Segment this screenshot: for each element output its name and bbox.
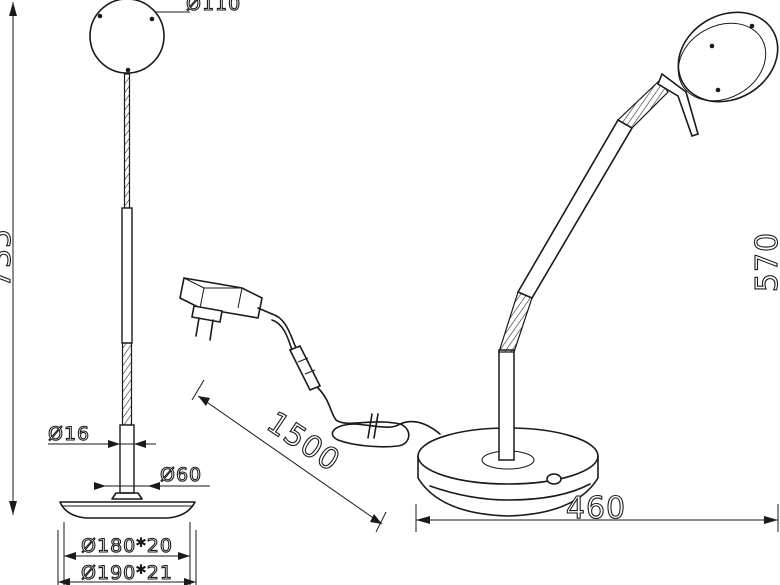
stem-front bbox=[119, 424, 135, 494]
screw-dot bbox=[97, 13, 103, 19]
screw-dot bbox=[125, 67, 131, 73]
base-side bbox=[417, 455, 599, 517]
arrowhead-icon bbox=[58, 578, 70, 585]
arrowhead-icon bbox=[764, 516, 778, 524]
arrowhead-icon bbox=[370, 514, 382, 524]
screw-dot bbox=[749, 23, 755, 29]
cable-dimension-line bbox=[197, 395, 383, 525]
side-height-label: 570 bbox=[750, 232, 780, 292]
arrowhead-icon bbox=[178, 552, 190, 560]
base-outer-label: Ø190*21 bbox=[81, 562, 173, 584]
cable-coil bbox=[317, 387, 441, 448]
extension-line bbox=[375, 511, 387, 533]
base-rim bbox=[429, 483, 591, 501]
side-width-label: 460 bbox=[566, 491, 626, 526]
gooseneck-lower bbox=[121, 342, 133, 426]
base-collar bbox=[111, 492, 143, 500]
lamp-head-front bbox=[89, 0, 165, 74]
cable-tie bbox=[367, 413, 379, 439]
gooseneck-lower-side bbox=[498, 291, 533, 353]
arm-side bbox=[516, 118, 634, 300]
neck-diameter-label: Ø16 bbox=[48, 423, 90, 445]
stem-side bbox=[498, 349, 515, 461]
plug-pin bbox=[209, 319, 214, 341]
arrowhead-icon bbox=[184, 578, 196, 585]
base-inner-label: Ø180*20 bbox=[81, 535, 173, 557]
front-height-label: 735 bbox=[0, 228, 18, 288]
inline-connector bbox=[288, 344, 322, 392]
plug-pin bbox=[195, 317, 200, 337]
arrowhead-icon bbox=[148, 482, 160, 490]
extension-line bbox=[191, 379, 205, 401]
arrowhead-icon bbox=[9, 2, 17, 16]
head-bracket bbox=[657, 72, 699, 138]
power-supply: 1500 bbox=[179, 277, 441, 533]
base-front bbox=[59, 501, 196, 519]
gooseneck-upper-side bbox=[617, 79, 669, 129]
head-diameter-label: Ø110 bbox=[186, 0, 241, 15]
adapter-edge bbox=[199, 287, 205, 309]
screw-dot bbox=[715, 87, 721, 93]
arrowhead-icon bbox=[64, 552, 76, 560]
adapter-strain-relief bbox=[257, 307, 273, 315]
arrowhead-icon bbox=[134, 440, 146, 448]
connector-ridge bbox=[297, 357, 309, 363]
screw-dot bbox=[709, 43, 715, 49]
screw-dot bbox=[149, 16, 155, 22]
cable-upper bbox=[271, 313, 297, 351]
arrowhead-icon bbox=[416, 516, 430, 524]
lamp-head-side bbox=[677, 11, 779, 103]
touch-switch[interactable] bbox=[546, 473, 562, 485]
gooseneck-upper bbox=[123, 73, 131, 209]
lamp-head-inner bbox=[677, 22, 767, 102]
stem-diameter-label: Ø60 bbox=[160, 464, 202, 486]
front-view: Ø110 735 Ø16 Ø60 Ø180*20 Ø190*21 bbox=[0, 0, 241, 585]
connector-ridge bbox=[304, 369, 316, 375]
side-view: 460 570 bbox=[415, 11, 780, 532]
arrowhead-icon bbox=[94, 482, 106, 490]
arrowhead-icon bbox=[198, 396, 210, 406]
arrowhead-icon bbox=[108, 440, 120, 448]
arrowhead-icon bbox=[9, 501, 17, 515]
rigid-tube bbox=[121, 207, 133, 344]
